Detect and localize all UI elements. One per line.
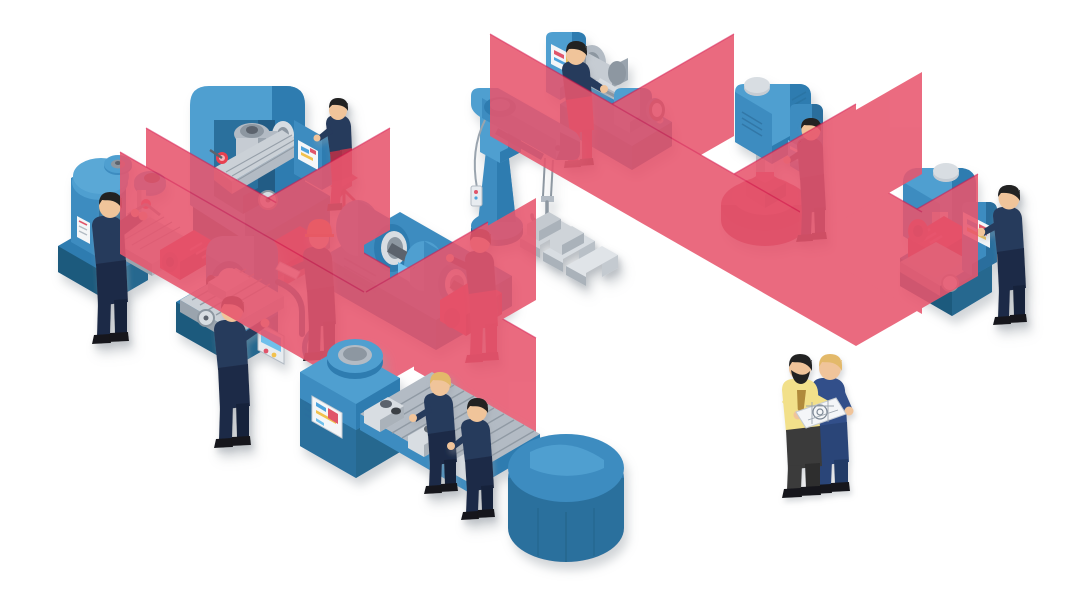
partition-panel	[611, 103, 735, 276]
crane-pendant-control[interactable]	[470, 185, 483, 207]
zone-conveyor	[300, 339, 624, 562]
zone-supervisors	[782, 354, 854, 498]
conveyor-output-bin	[508, 434, 624, 562]
conveyor-part	[364, 397, 404, 432]
worker-drill-operator	[92, 192, 148, 344]
blueprint-document	[795, 397, 847, 429]
partition-panel	[414, 198, 536, 370]
cnc-hmi-screen[interactable]	[298, 140, 318, 170]
worker-line-assembler-a	[409, 372, 458, 494]
conveyor-hmi-screen[interactable]	[311, 395, 343, 439]
worker-line-assembler-b	[447, 398, 495, 520]
partition-panel	[800, 72, 922, 244]
worker-mill-operator	[976, 185, 1027, 325]
partition-panel	[119, 151, 243, 324]
worker-supervisor	[782, 354, 847, 498]
glass-partitions	[119, 33, 979, 440]
partition-panel	[489, 33, 613, 206]
stock-part	[566, 246, 618, 286]
conveyor-assembly-line-icon	[300, 339, 624, 562]
machine-info-label	[77, 216, 90, 244]
